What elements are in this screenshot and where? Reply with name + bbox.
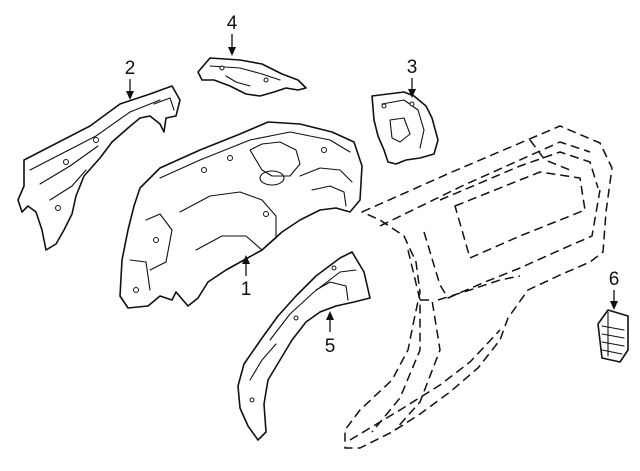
callout-2-label: 2 [125,58,136,79]
quarter-panel-outline [344,125,613,449]
part-3-pillar-bracket [371,91,439,165]
callout-6-label: 6 [609,269,620,290]
callout-5-label: 5 [325,336,336,357]
part-2-upper-rail [17,85,181,251]
part-4-upper-bracket [197,57,307,97]
callout-3-label: 3 [407,57,418,78]
callout-labels: 1 2 3 4 5 6 [125,13,620,357]
callout-4-label: 4 [227,13,238,34]
part-6-vent-grille [597,309,629,363]
callout-1-label: 1 [241,279,252,300]
part-1-wheelhouse-inner [119,121,363,309]
part-5-wheelhouse-outer [237,251,371,441]
callout-leaders [126,34,618,332]
